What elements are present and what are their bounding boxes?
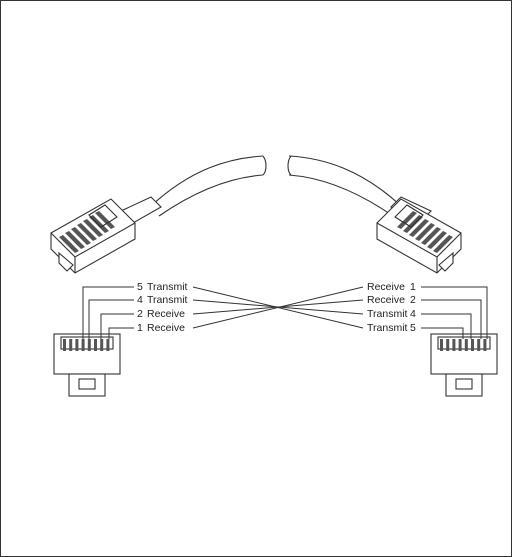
right-pin-2-num: 2 — [410, 294, 416, 306]
left-leader-line — [108, 327, 134, 339]
right-pin-1-name: Receive — [367, 281, 405, 293]
left-pin-5-num: 5 — [137, 281, 143, 293]
right-leader-line — [421, 286, 488, 339]
left-leader-line — [88, 299, 134, 339]
right-contact — [440, 339, 443, 351]
right-pin-4-num: 4 — [410, 308, 416, 320]
right-contact — [471, 339, 474, 351]
cable-illustration-right — [287, 155, 462, 274]
left-pin-2-num: 2 — [137, 308, 143, 320]
right-pin-5-num: 5 — [410, 322, 416, 334]
left-contact — [63, 339, 66, 351]
pin-leader-lines — [82, 286, 488, 339]
right-pin-5-name: Transmit — [367, 322, 408, 334]
left-contact — [106, 339, 110, 351]
left-pin-5-name: Transmit — [147, 281, 188, 293]
right-contact — [464, 339, 468, 351]
left-pin-2-name: Receive — [147, 308, 185, 320]
right-pin-2-name: Receive — [367, 294, 405, 306]
right-pin-1-num: 1 — [410, 281, 416, 293]
cable-illustration-left — [50, 155, 267, 274]
left-contact — [75, 339, 79, 351]
crossover-wire — [192, 286, 364, 329]
right-pin-labels: Receive 1 Receive 2 Transmit 4 Transmit … — [367, 281, 416, 334]
right-pin-4-name: Transmit — [367, 308, 408, 320]
right-contact — [446, 339, 450, 351]
right-contact — [458, 339, 462, 351]
left-contact — [87, 339, 91, 351]
left-leader-line — [82, 286, 134, 339]
left-pin-1-name: Receive — [147, 322, 185, 334]
pinout-connector-left — [53, 333, 121, 397]
left-pin-1-num: 1 — [137, 322, 143, 334]
left-contact — [81, 339, 85, 351]
left-pin-labels: 5 Transmit 4 Transmit 2 Receive 1 Receiv… — [137, 281, 188, 334]
left-pin-4-num: 4 — [137, 294, 143, 306]
crossover-wires — [192, 286, 364, 329]
right-contact — [452, 339, 456, 351]
right-contact — [483, 339, 487, 351]
left-contact — [69, 339, 73, 351]
right-leader-line — [421, 299, 482, 339]
pinout-connector-right — [430, 333, 498, 397]
left-contact — [100, 339, 104, 351]
right-leader-line — [421, 313, 472, 339]
right-leader-line — [421, 327, 464, 339]
left-pin-4-name: Transmit — [147, 294, 188, 306]
left-contact — [94, 339, 97, 351]
left-leader-line — [100, 313, 134, 339]
right-contact — [477, 339, 481, 351]
